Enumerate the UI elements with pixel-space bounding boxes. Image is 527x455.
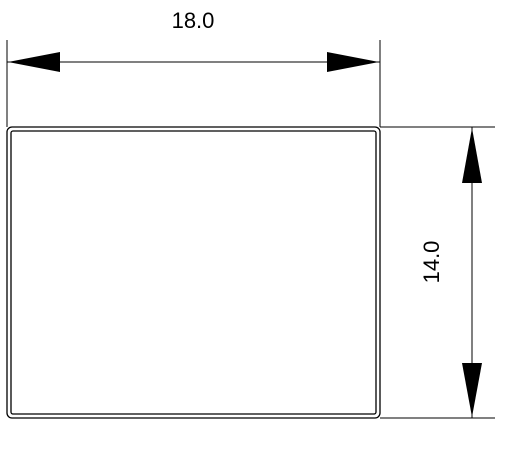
width-dimension-label: 18.0 xyxy=(172,8,215,33)
height-dimension-label: 14.0 xyxy=(419,241,444,284)
height-dimension: 14.0 xyxy=(380,126,495,419)
part-outer-edge xyxy=(6,126,381,419)
width-arrow-right xyxy=(327,52,379,72)
width-dimension: 18.0 xyxy=(6,8,381,127)
width-arrow-left xyxy=(8,52,60,72)
part-inner-edge xyxy=(10,130,377,415)
height-arrow-top xyxy=(462,128,482,183)
height-arrow-bottom xyxy=(462,363,482,417)
part-outline xyxy=(6,126,381,419)
